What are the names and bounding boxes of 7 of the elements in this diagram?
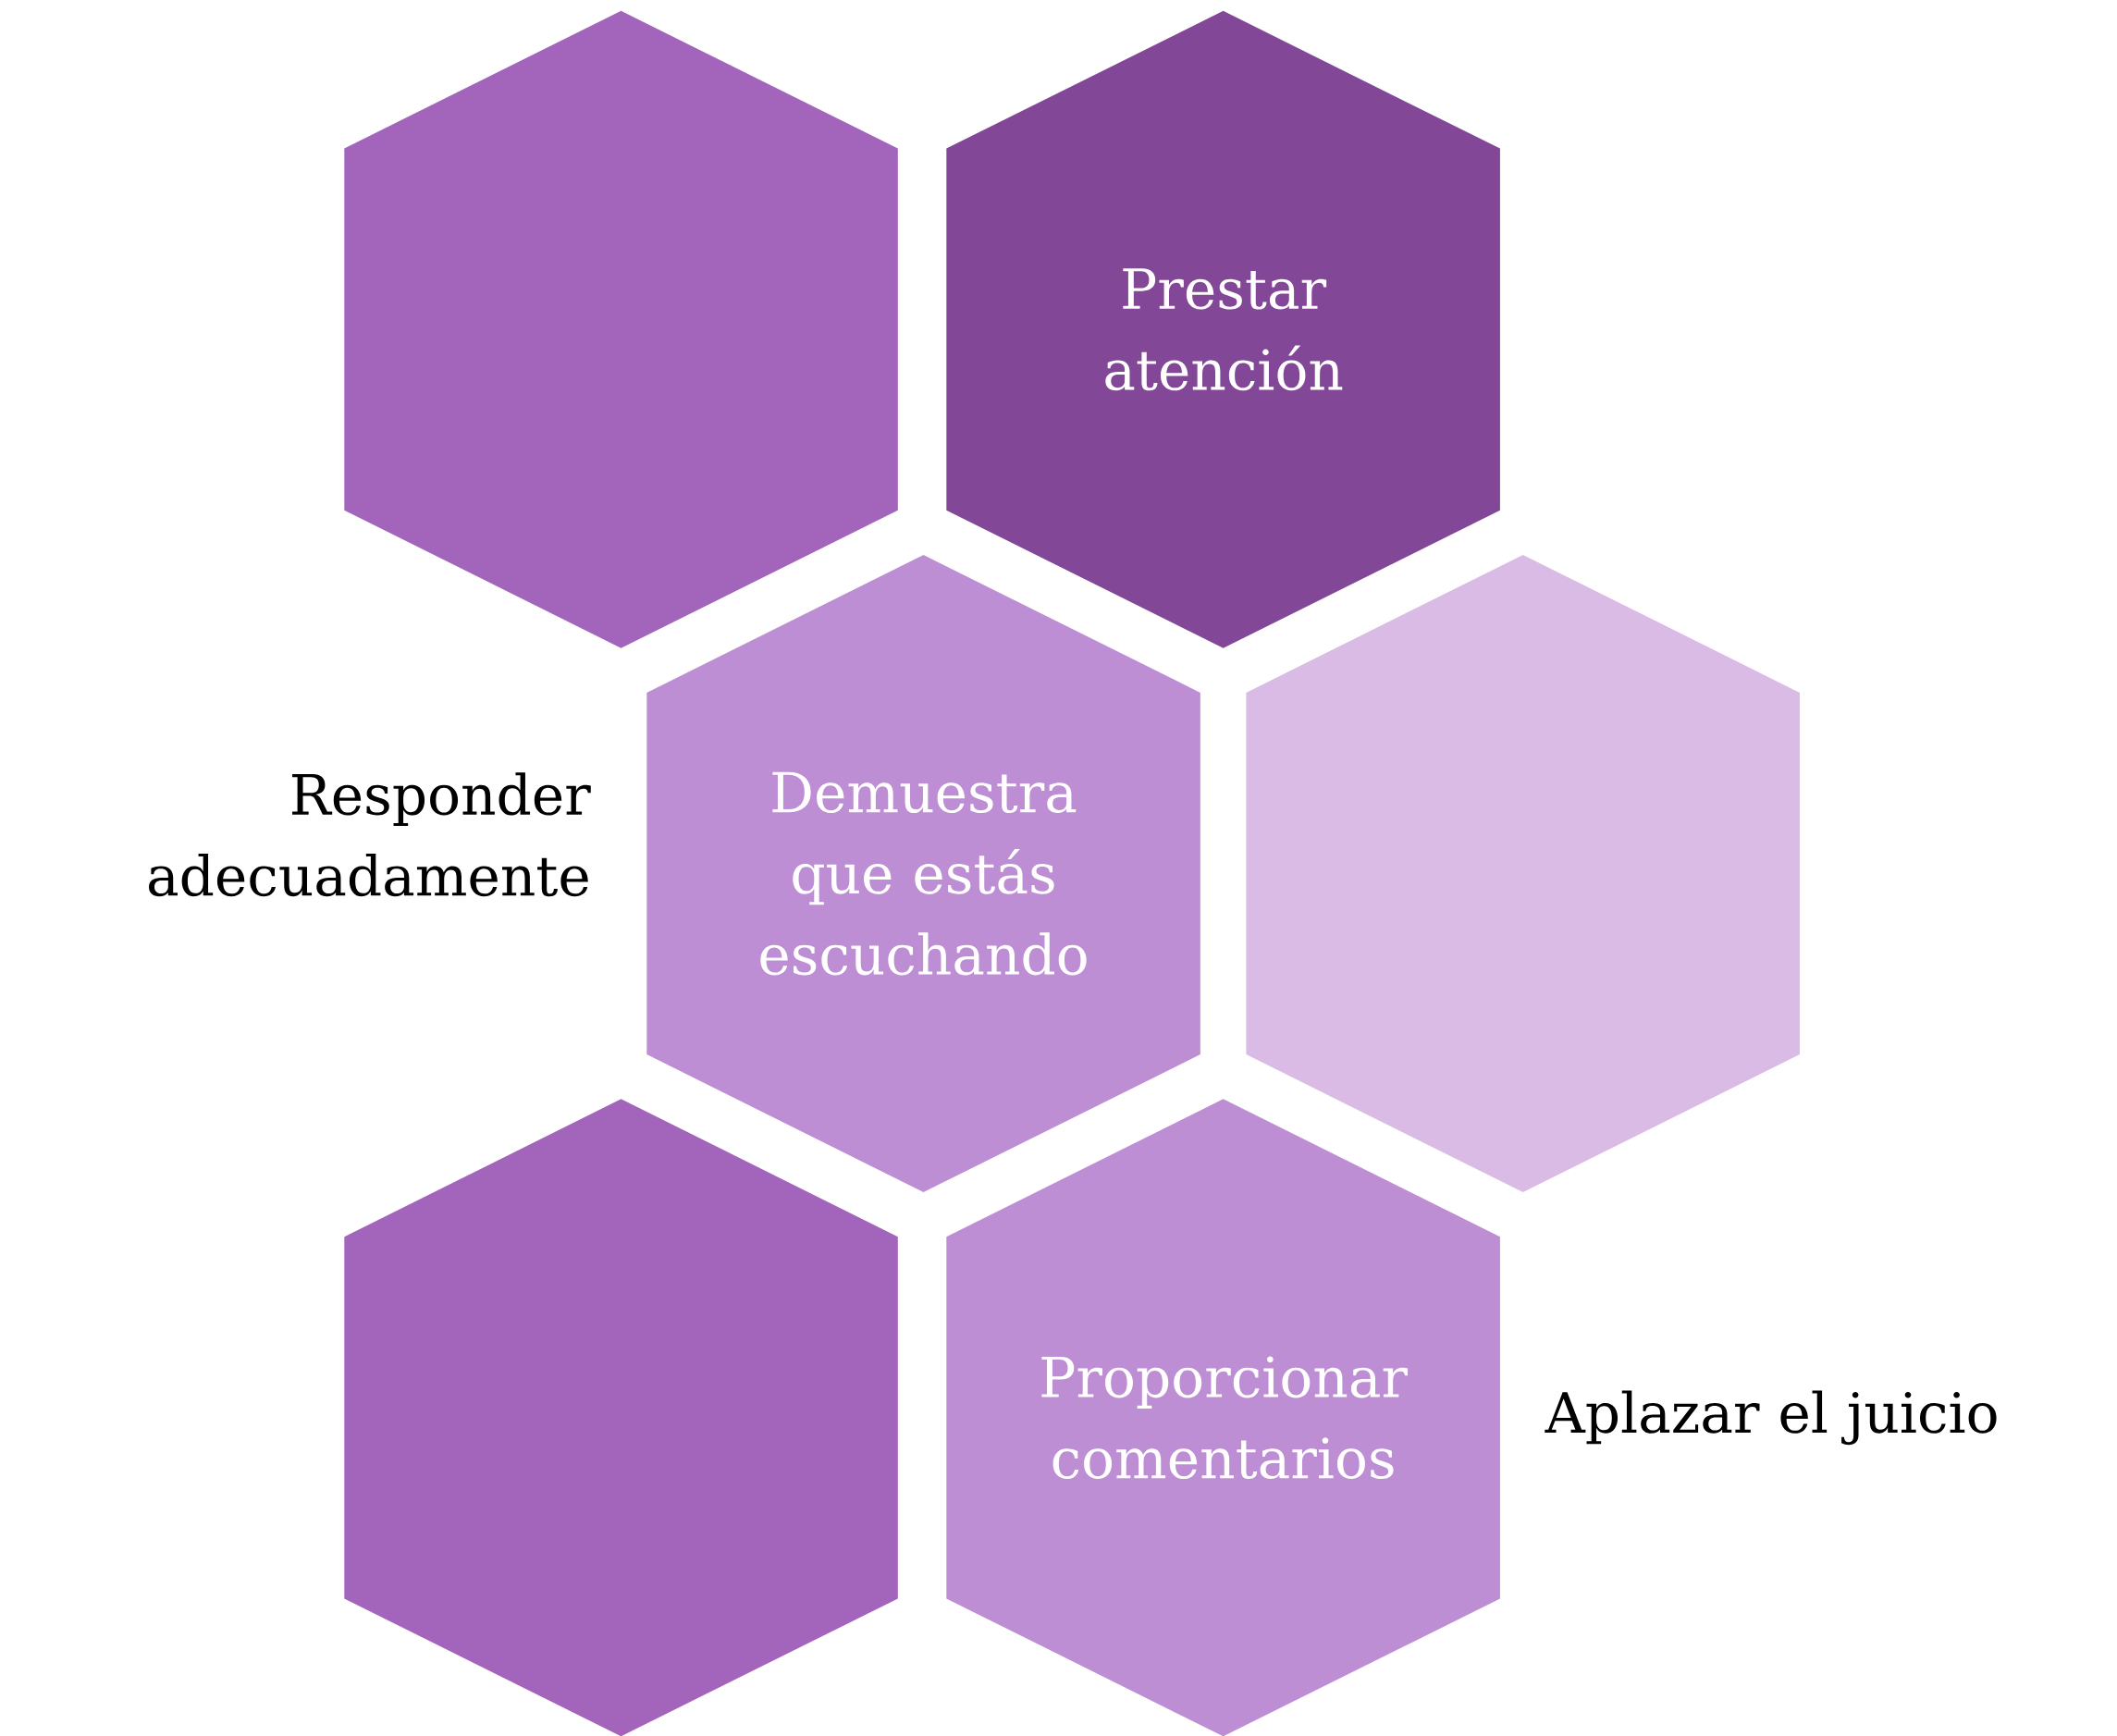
hexagon-box: Proporcionar comentarios — [946, 1099, 1500, 1736]
hexagon-box: Demuestra que estás escuchando — [646, 555, 1200, 1192]
hexagon-box — [344, 10, 898, 648]
hexagon-box — [344, 1099, 898, 1736]
hexagon-box — [1246, 555, 1800, 1192]
hexagon-box: Prestar atención — [946, 10, 1500, 648]
side-label: Responder adecuadamente — [149, 772, 591, 897]
